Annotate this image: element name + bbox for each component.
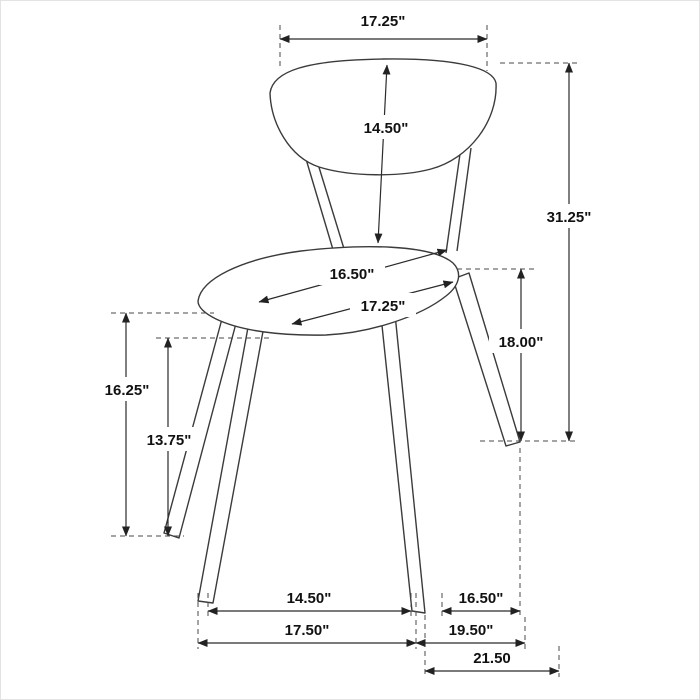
dim-side-inner-depth: 16.50" [441, 590, 521, 615]
dim-seat-width: 17.25" [291, 280, 454, 326]
dim-front-legs-inner-width: 14.50" [207, 590, 412, 615]
dim-front-legs-outer-width-label: 17.50" [285, 622, 330, 639]
chair-drawing [163, 58, 521, 614]
dim-side-outer-depth-label: 19.50" [449, 622, 494, 639]
dim-backrest-width-label: 17.25" [361, 13, 406, 30]
dim-overall-height-label: 31.25" [547, 209, 592, 226]
dim-seat-width-label: 17.25" [361, 298, 406, 315]
dim-floor-to-seat-edge-label: 16.25" [105, 382, 150, 399]
dim-side-outer-depth: 19.50" [415, 622, 526, 647]
dim-seat-depth-label: 16.50" [330, 266, 375, 283]
front-left-leg [197, 310, 267, 604]
dim-front-legs-inner-width-label: 14.50" [287, 590, 332, 607]
rear-right-leg [452, 272, 521, 447]
dim-floor-to-seat-underside-label: 13.75" [147, 432, 192, 449]
dim-backrest-height-label: 14.50" [364, 120, 409, 137]
chair-legs [163, 272, 521, 614]
dim-side-inner-depth-label: 16.50" [459, 590, 504, 607]
dim-seat-height-label: 18.00" [499, 334, 544, 351]
dim-front-legs-outer-width: 17.50" [197, 622, 417, 647]
dim-overall-depth: 21.50 [424, 650, 560, 675]
dim-floor-to-seat-edge: 16.25" [95, 312, 214, 537]
front-right-leg [380, 313, 426, 614]
backrest-posts [305, 147, 472, 254]
dim-backrest-width: 17.25" [279, 13, 488, 71]
dim-backrest-height: 14.50" [354, 64, 418, 244]
dim-seat-height: 18.00" [457, 268, 553, 442]
dim-overall-depth-label: 21.50 [473, 650, 511, 667]
dim-overall-height: 31.25" [480, 62, 601, 442]
dim-floor-to-seat-underside: 13.75" [137, 337, 273, 537]
